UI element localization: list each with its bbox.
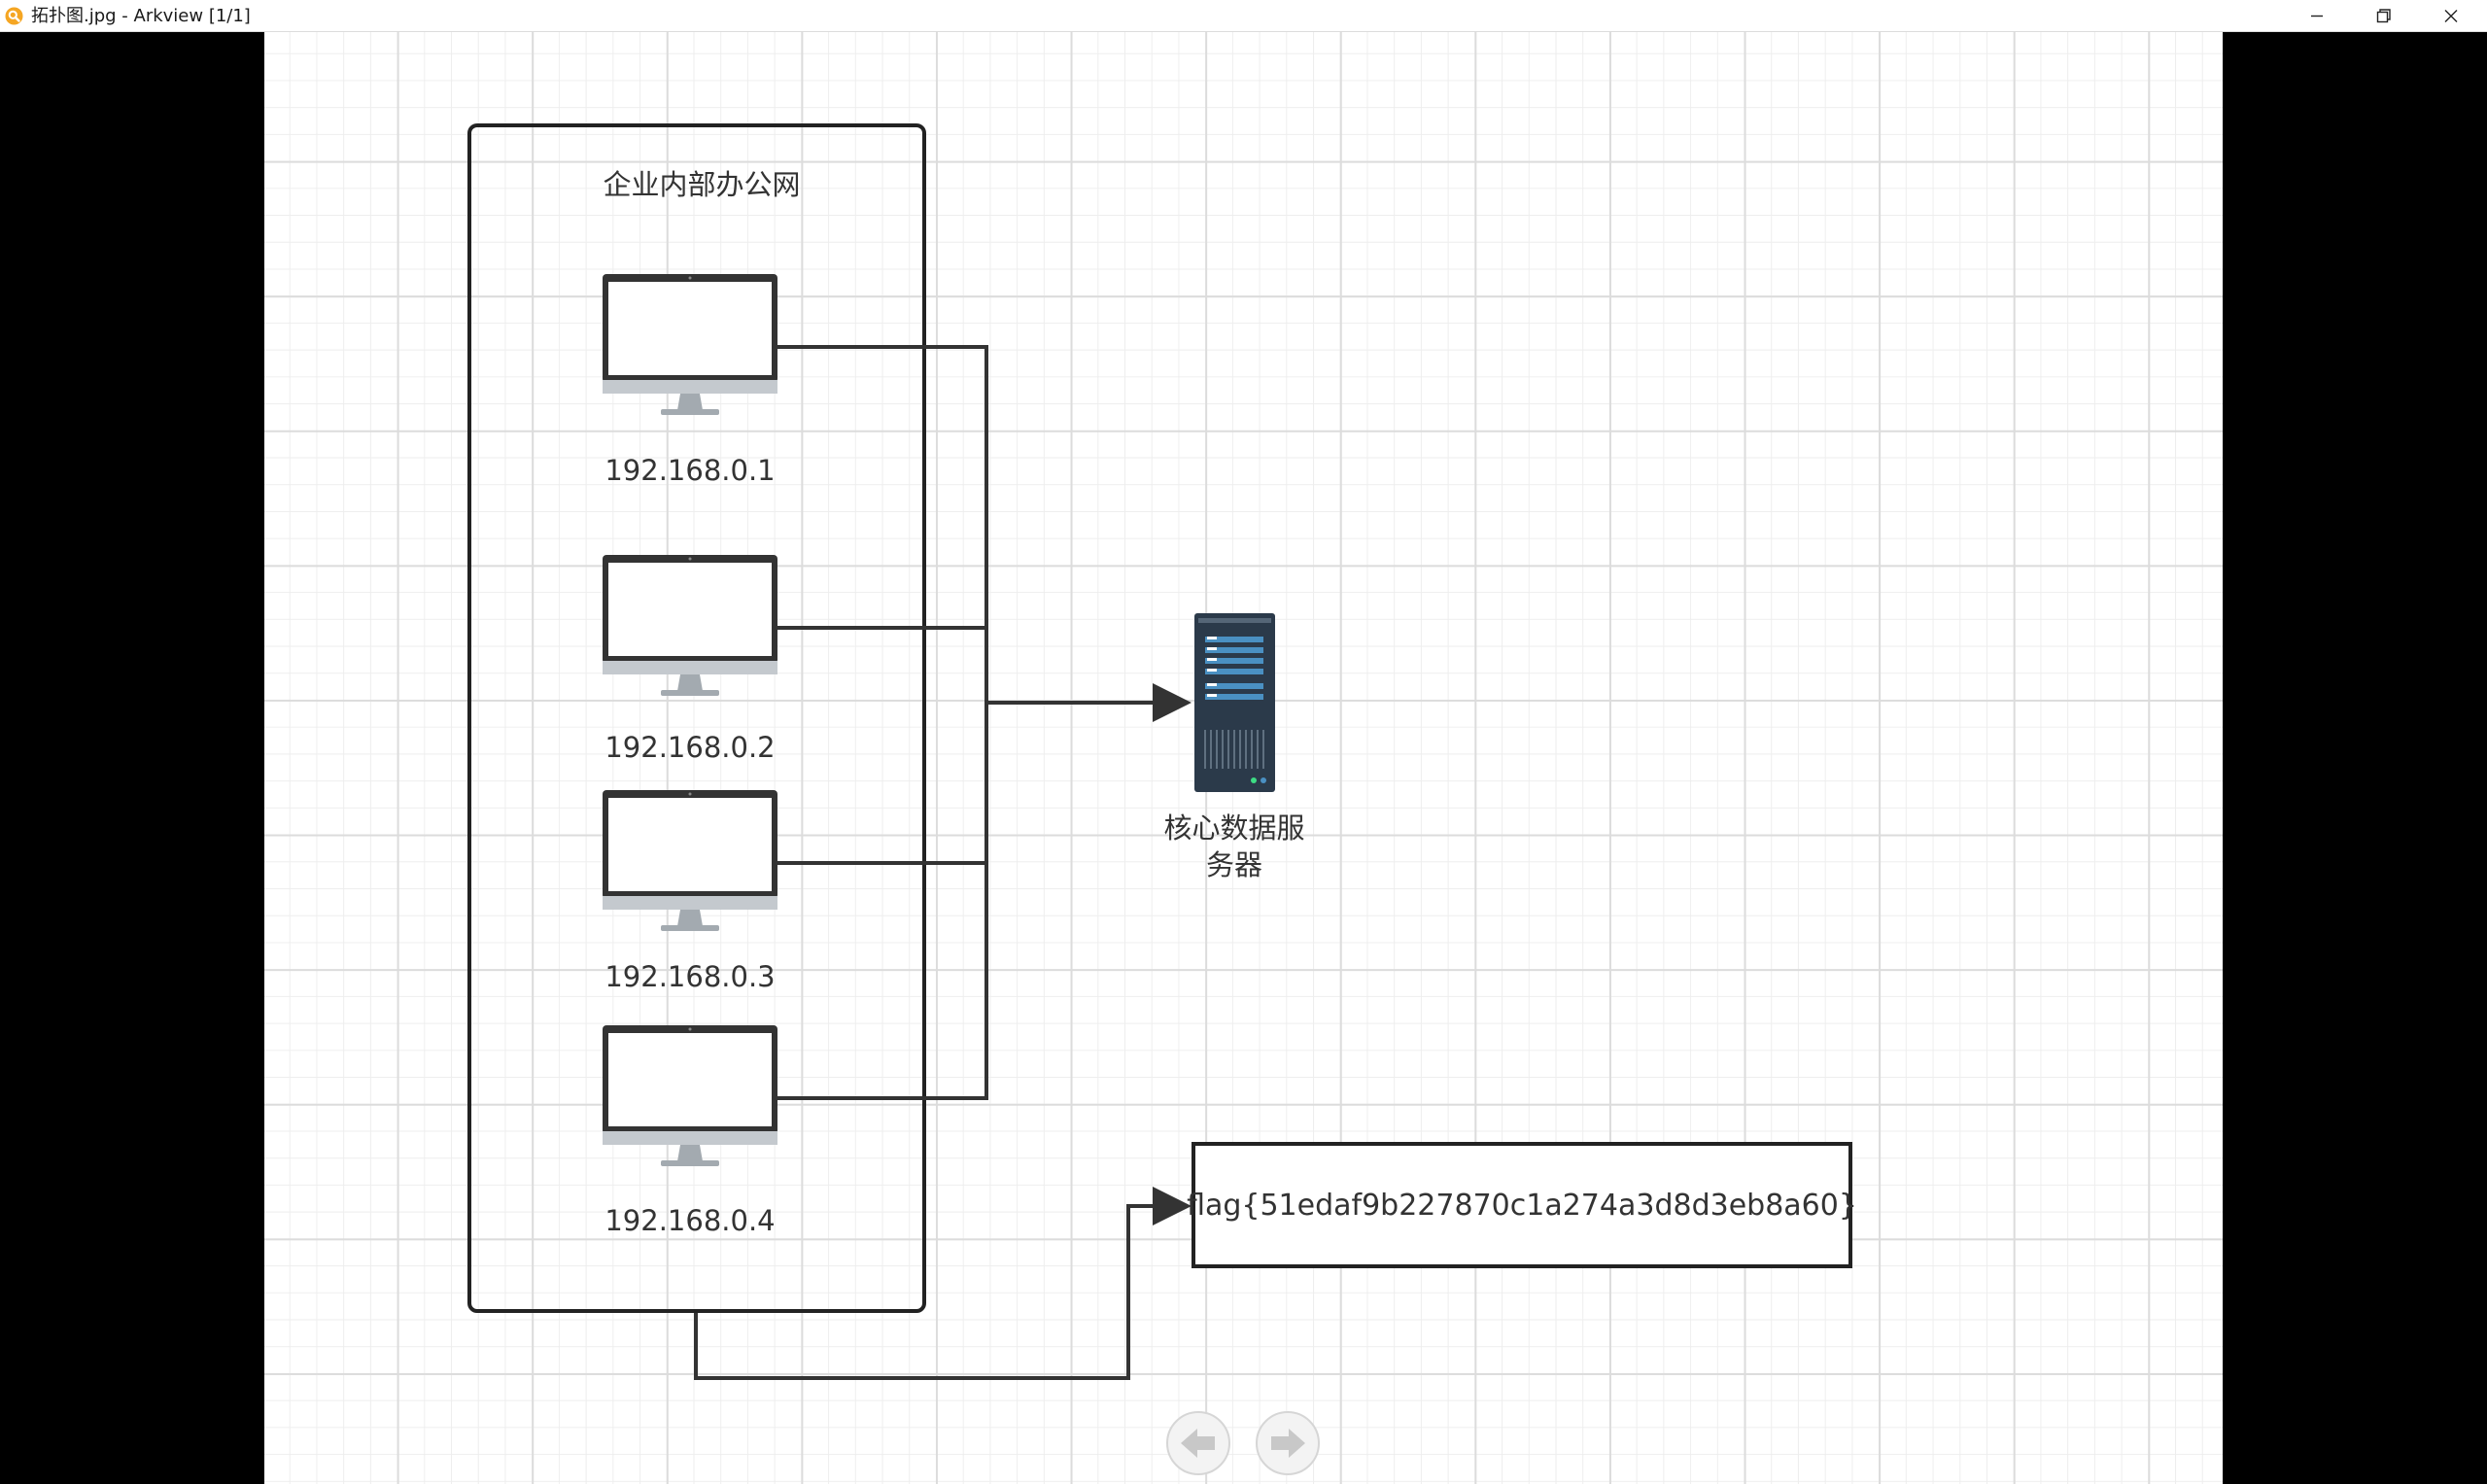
connector-lines [694,345,1192,1380]
topology-diagram: 企业内部办公网 192.168.0.1 192.168.0.2 192.168.… [467,123,1857,1380]
image-canvas[interactable]: 企业内部办公网 192.168.0.1 192.168.0.2 192.168.… [264,32,2223,1484]
server-icon [1194,613,1275,792]
arrow-left-icon [1181,1429,1215,1458]
computer-ip-label: 192.168.0.4 [604,1204,775,1237]
flag-box [1192,1142,1852,1268]
close-button[interactable] [2418,0,2484,32]
next-image-button[interactable] [1256,1411,1320,1475]
group-title: 企业内部办公网 [603,168,800,201]
flag-text: flag{51edaf9b227870c1a274a3d8d3eb8a60} [1187,1189,1857,1223]
computer-4: 192.168.0.4 [603,1025,777,1237]
computer-3: 192.168.0.3 [603,790,777,993]
monitor-icon [603,790,777,931]
restore-button[interactable] [2350,0,2416,32]
close-icon [2444,10,2458,22]
arrow-right-icon [1271,1429,1305,1458]
computer-ip-label: 192.168.0.1 [604,454,775,487]
restore-icon [2376,9,2391,23]
arkview-app-icon [5,7,23,25]
monitor-icon [603,1025,777,1166]
previous-image-button[interactable] [1166,1411,1230,1475]
window-titlebar: 拓扑图.jpg - Arkview [1/1] [0,0,2487,32]
server-label-line2: 务器 [1206,848,1262,881]
minimize-icon [2311,15,2323,17]
monitor-icon [603,555,777,696]
computer-1: 192.168.0.1 [603,274,777,487]
computer-ip-label: 192.168.0.3 [604,960,775,993]
group-container [467,123,926,1313]
computer-2: 192.168.0.2 [603,555,777,764]
server-label-line1: 核心数据服 [1163,811,1304,845]
minimize-button[interactable] [2284,0,2350,32]
window-title: 拓扑图.jpg - Arkview [1/1] [31,6,251,26]
monitor-icon [603,274,777,415]
computer-ip-label: 192.168.0.2 [604,731,775,764]
